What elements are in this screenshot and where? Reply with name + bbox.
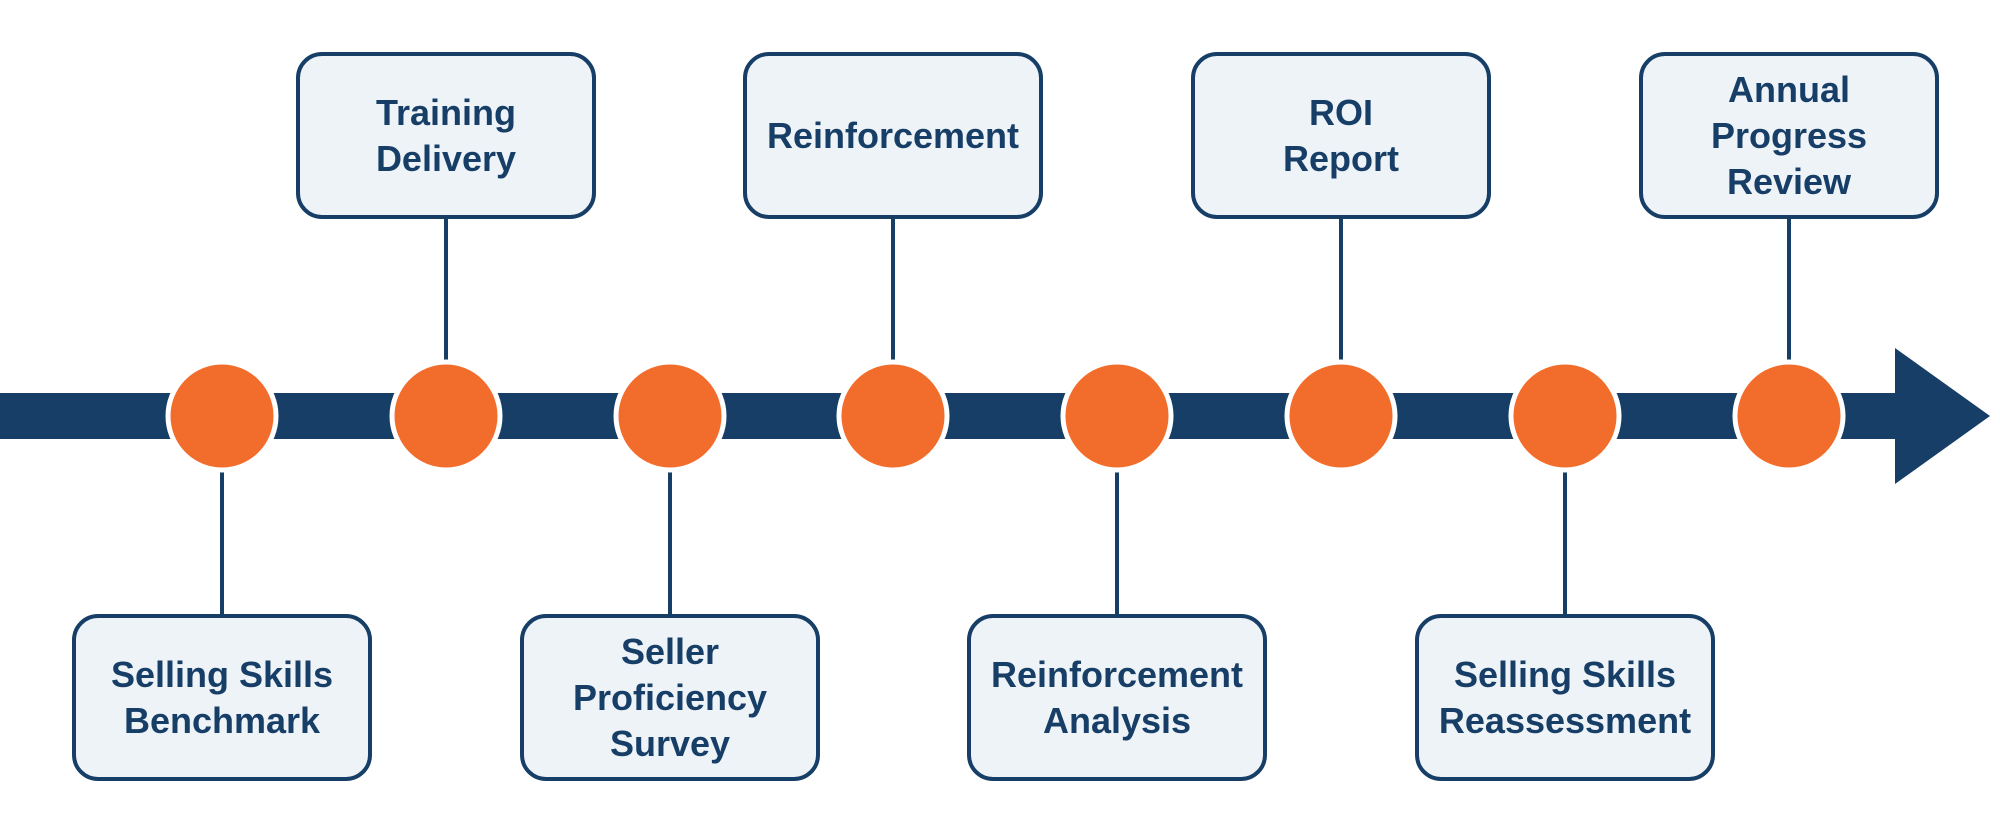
milestone-label-line: Selling Skills [1453,653,1677,695]
connector-lines [220,219,1791,614]
milestone-dots [165,359,1846,473]
milestone-dot [165,359,279,473]
milestone-label-line: Analysis [1042,699,1192,741]
milestone-label-line: Reinforcement [766,114,1020,156]
milestone-label-line: Report [1283,137,1399,179]
milestone-label-line: ROI [1308,91,1373,133]
milestone-dot [1060,359,1174,473]
milestone-dot [1732,359,1846,473]
milestone-label-line: Annual [1727,68,1850,110]
timeline-arrowhead [1895,348,1990,484]
milestone-label-line: Review [1726,160,1852,202]
milestone-label: Reinforcement [753,113,1033,159]
milestone-label-line: Benchmark [123,699,321,741]
milestone-label-line: Selling Skills [110,653,334,695]
milestone-label-line: Training [375,91,516,133]
milestone-dot [613,359,727,473]
milestone-label-line: Reassessment [1438,699,1692,741]
milestone-dot [836,359,950,473]
milestone-dot [1508,359,1622,473]
milestone-label-line: Delivery [375,137,517,179]
milestone-box: Reinforcement [743,52,1043,219]
milestone-label-line: Survey [609,722,731,764]
milestone-dot [1284,359,1398,473]
milestone-label-line: Reinforcement [990,653,1244,695]
milestone-dot [389,359,503,473]
milestone-label-line: Progress [1710,114,1868,156]
milestone-label-line: Proficiency [572,676,768,718]
milestone-label-line: Seller [620,630,720,672]
